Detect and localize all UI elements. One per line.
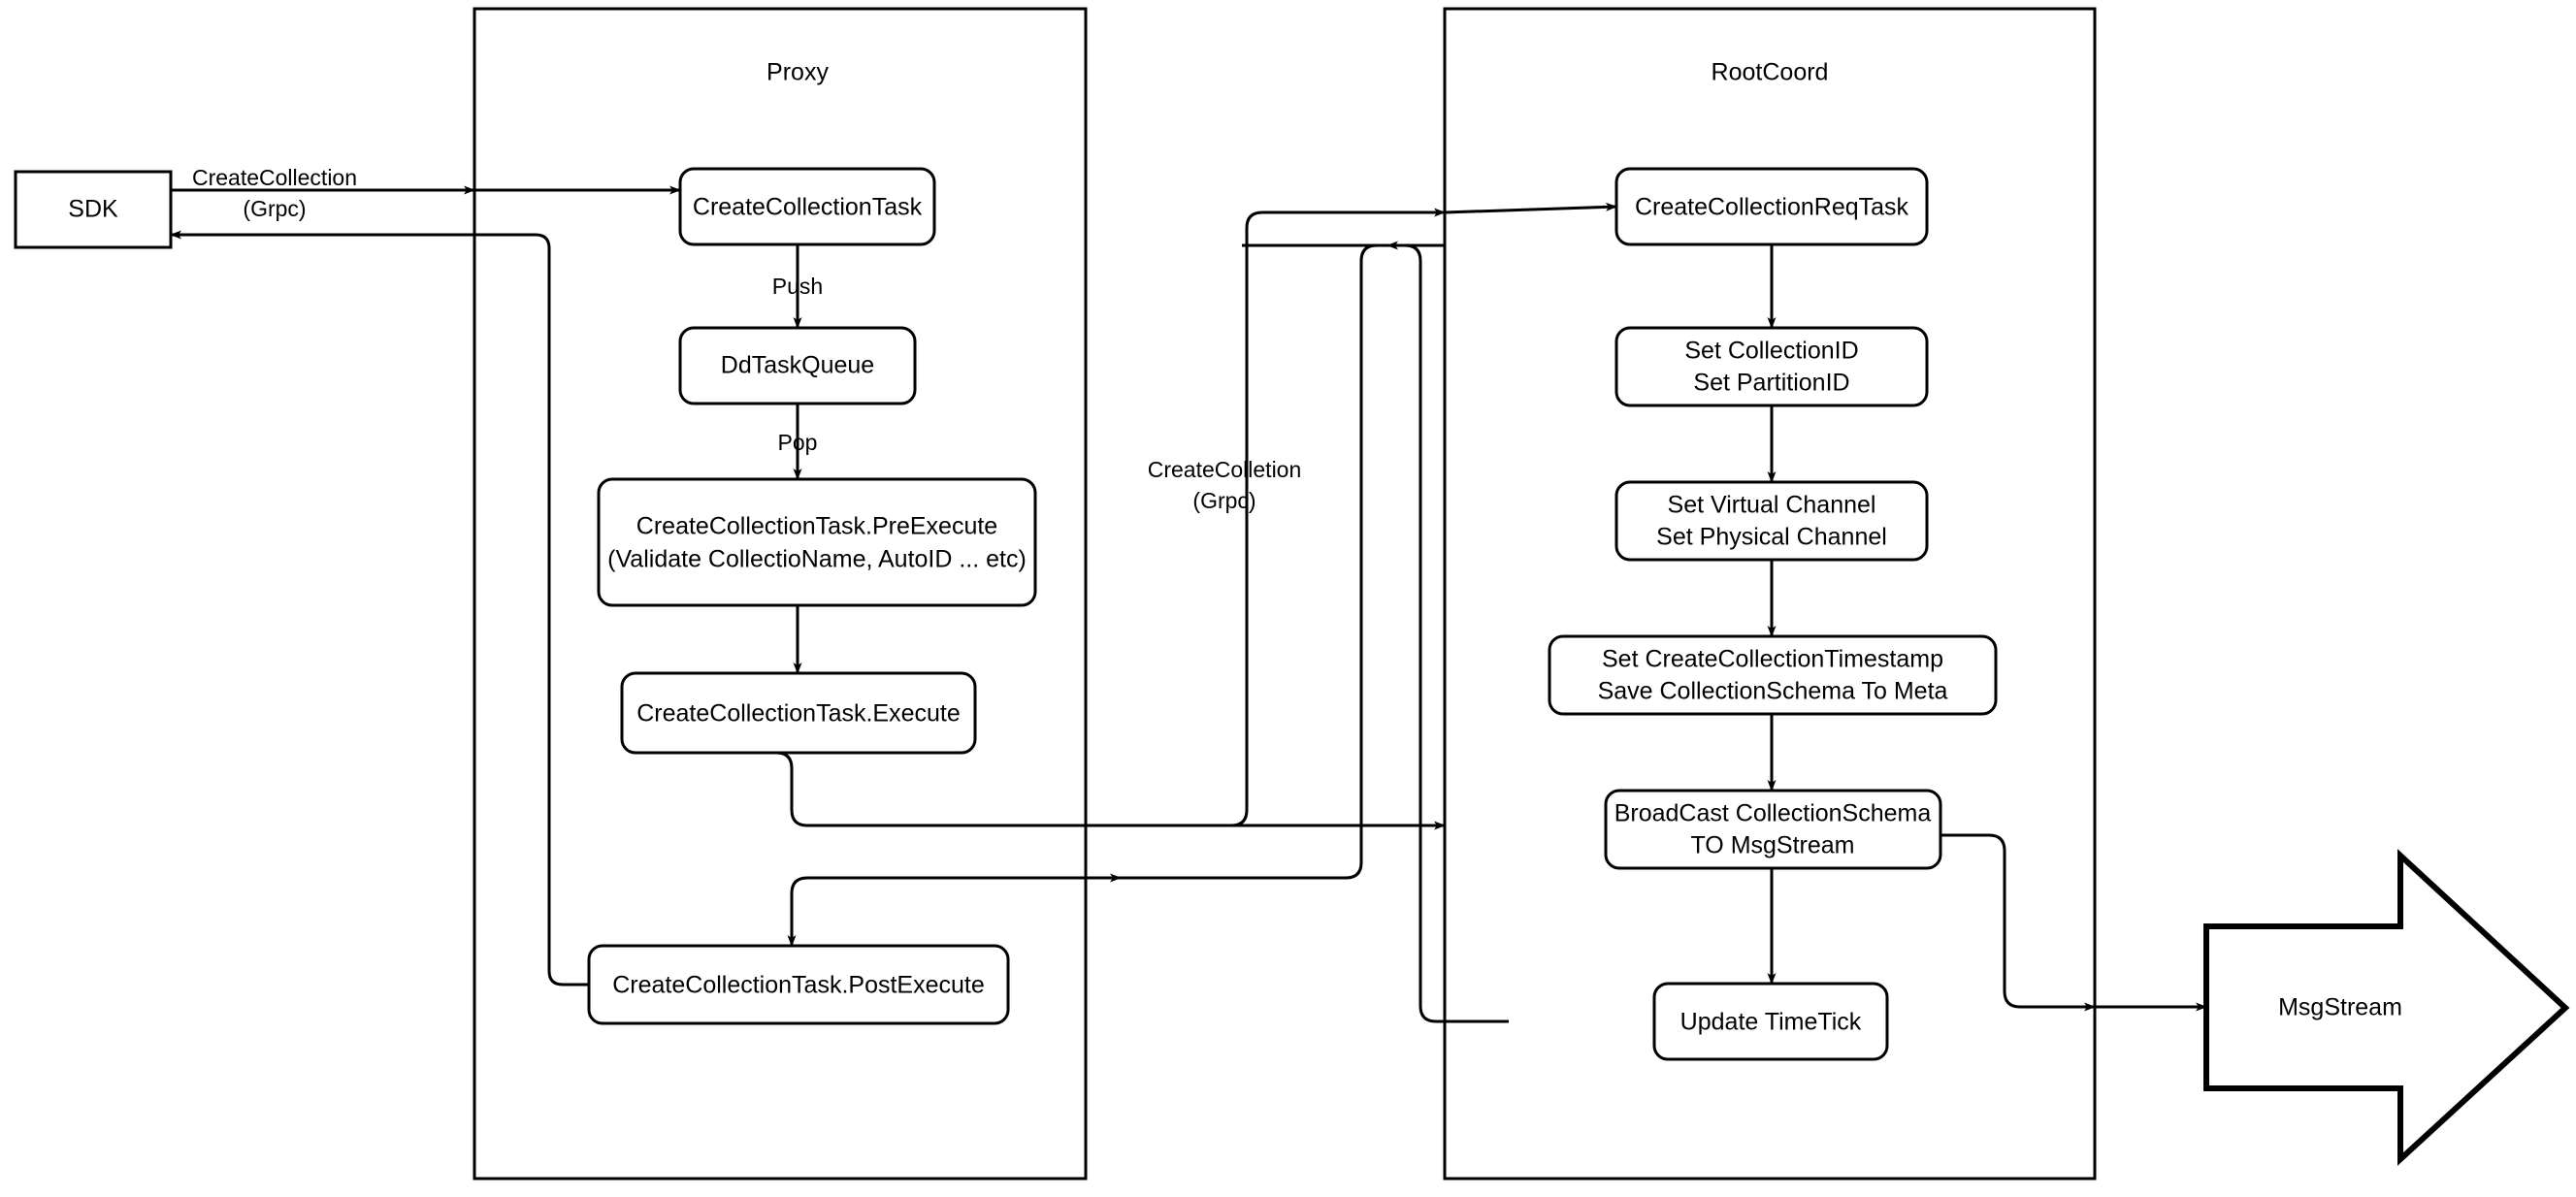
node-set-timestamp-line1: Set CreateCollectionTimestamp: [1602, 646, 1943, 673]
edge-label-sdk-grpc-line2: (Grpc): [243, 196, 306, 221]
node-create-collection-req-task[interactable]: CreateCollectionReqTask: [1614, 167, 1929, 246]
edge-label-sdk-grpc-line1: CreateCollection: [192, 165, 357, 190]
edge-response-to-post-execute: [787, 243, 1387, 947]
edge-broadcast-to-msgstream: [1940, 833, 2096, 1012]
node-set-ids-line1: Set CollectionID: [1684, 338, 1858, 365]
edge-label-proxy-rootcoord-grpc-line2: (Grpc): [1192, 488, 1255, 513]
edge-rootcoord-response-up: [1242, 243, 1509, 1023]
node-broadcast-line2: TO MsgStream: [1690, 832, 1854, 859]
node-pre-execute-line1: CreateCollectionTask.PreExecute: [636, 513, 997, 540]
node-set-channels-line2: Set Physical Channel: [1656, 524, 1887, 551]
edge-post-execute-to-sdk: [170, 230, 589, 987]
container-proxy: Proxy: [473, 7, 1088, 1181]
node-msgstream[interactable]: MsgStream: [2203, 849, 2570, 1166]
node-post-execute-label: CreateCollectionTask.PostExecute: [612, 972, 985, 999]
container-proxy-label: Proxy: [766, 59, 829, 86]
node-create-collection-req-task-label: CreateCollectionReqTask: [1635, 194, 1909, 221]
node-dd-task-queue-label: DdTaskQueue: [721, 352, 874, 379]
node-broadcast[interactable]: BroadCast CollectionSchema TO MsgStream: [1604, 789, 1942, 870]
node-broadcast-line1: BroadCast CollectionSchema: [1614, 800, 1932, 827]
node-post-execute[interactable]: CreateCollectionTask.PostExecute: [587, 944, 1010, 1025]
node-sdk[interactable]: SDK: [14, 170, 173, 249]
edge-label-proxy-rootcoord-grpc-line1: CreateColletion: [1148, 457, 1302, 482]
node-set-timestamp-line2: Save CollectionSchema To Meta: [1598, 678, 1948, 705]
node-execute[interactable]: CreateCollectionTask.Execute: [620, 671, 977, 755]
node-pre-execute[interactable]: CreateCollectionTask.PreExecute (Validat…: [597, 477, 1037, 607]
node-set-ids-line2: Set PartitionID: [1693, 370, 1849, 397]
edge-label-pop: Pop: [778, 430, 818, 455]
edge-rootcoord-boundary-to-req-task: [1444, 202, 1617, 214]
node-set-timestamp[interactable]: Set CreateCollectionTimestamp Save Colle…: [1548, 634, 1998, 716]
edge-label-push: Push: [772, 274, 823, 299]
node-create-collection-task-label: CreateCollectionTask: [693, 194, 923, 221]
edge-execute-to-rootcoord: [737, 751, 1446, 830]
node-msgstream-label: MsgStream: [2278, 994, 2402, 1021]
node-set-ids[interactable]: Set CollectionID Set PartitionID: [1614, 326, 1929, 407]
node-set-channels[interactable]: Set Virtual Channel Set Physical Channel: [1614, 480, 1929, 562]
node-pre-execute-line2: (Validate CollectioName, AutoID ... etc): [607, 546, 1027, 573]
node-sdk-label: SDK: [68, 196, 118, 223]
node-update-timetick-label: Update TimeTick: [1680, 1009, 1862, 1036]
node-dd-task-queue[interactable]: DdTaskQueue: [678, 326, 917, 405]
container-rootcoord-label: RootCoord: [1712, 59, 1829, 86]
edge-proxy-to-rootcoord-request: [1086, 208, 1446, 827]
node-update-timetick[interactable]: Update TimeTick: [1652, 982, 1889, 1061]
node-create-collection-task[interactable]: CreateCollectionTask: [678, 167, 936, 246]
node-set-channels-line1: Set Virtual Channel: [1668, 492, 1876, 519]
node-execute-label: CreateCollectionTask.Execute: [636, 700, 961, 728]
container-rootcoord: RootCoord: [1443, 7, 2097, 1181]
